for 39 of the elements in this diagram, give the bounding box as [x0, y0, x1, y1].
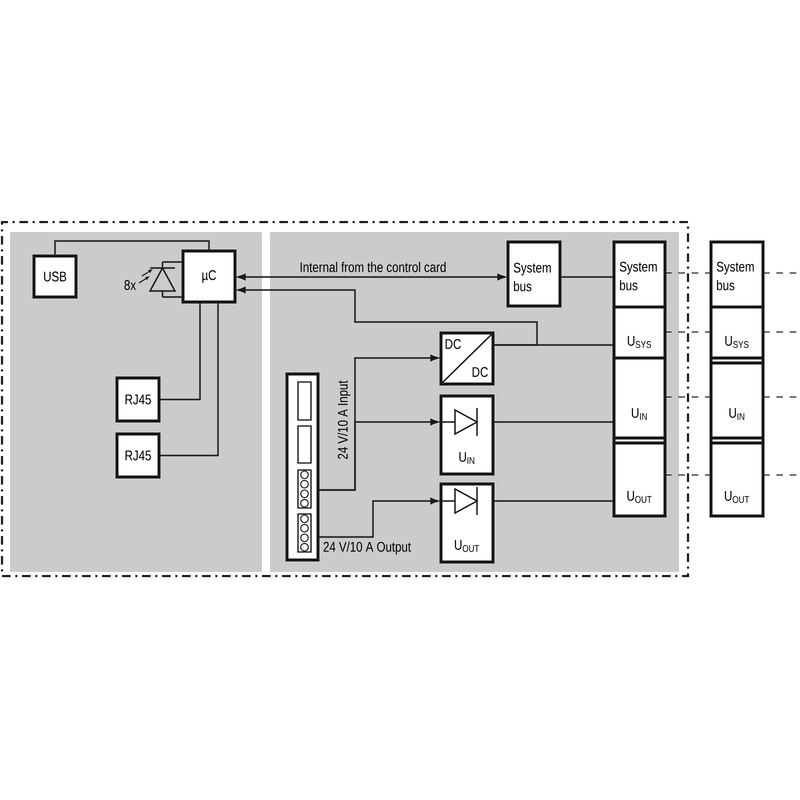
- double-arrow: [238, 274, 506, 280]
- connector-line: [159, 302, 201, 400]
- connector-line: [162, 296, 183, 298]
- edge-label: 24 V/10 A Output: [324, 541, 411, 555]
- diode-box: U$_{IN}$: [440, 394, 494, 476]
- rail-segment: System bus: [710, 240, 764, 308]
- arrow: [238, 286, 538, 346]
- rail-segment: System bus: [612, 240, 666, 308]
- connector-line: [162, 261, 183, 263]
- rail-segment: U$_{IN}$: [710, 362, 764, 444]
- connector-line: [560, 276, 614, 278]
- connector-line: [54, 240, 210, 256]
- rail-segment: U$_{IN}$: [612, 356, 666, 444]
- arrow: [318, 498, 438, 538]
- rail-segment: U$_{SYS}$: [612, 306, 666, 360]
- rail-segment: U$_{OUT}$: [612, 442, 666, 518]
- dashed-line: [665, 272, 711, 274]
- controller-box: µC: [182, 250, 236, 304]
- port-box: RJ45: [116, 376, 160, 422]
- dash-dot-frame: [0, 220, 690, 578]
- connector-line: [493, 500, 614, 502]
- terminal-block: [286, 372, 320, 562]
- edge-label: 24 V/10 A Input: [337, 380, 351, 459]
- port-box: RJ45: [116, 432, 160, 478]
- arrow: [318, 418, 438, 491]
- dashed-line: [665, 331, 711, 333]
- port-box: USB: [32, 254, 78, 298]
- edge-label: Internal from the control card: [300, 262, 446, 272]
- connector-line: [159, 302, 219, 456]
- count-label: 8x: [124, 280, 136, 290]
- rail-segment: U$_{OUT}$: [710, 442, 764, 518]
- diode-box: U$_{OUT}$: [440, 482, 494, 564]
- rail-segment: U$_{SYS}$: [710, 306, 764, 364]
- bus-box: System bus: [506, 240, 562, 308]
- dashed-line: [665, 474, 711, 476]
- converter-box: DC DC: [440, 332, 494, 386]
- connector-line: [493, 421, 614, 423]
- connector-line: [493, 344, 614, 346]
- dashed-line: [665, 396, 711, 398]
